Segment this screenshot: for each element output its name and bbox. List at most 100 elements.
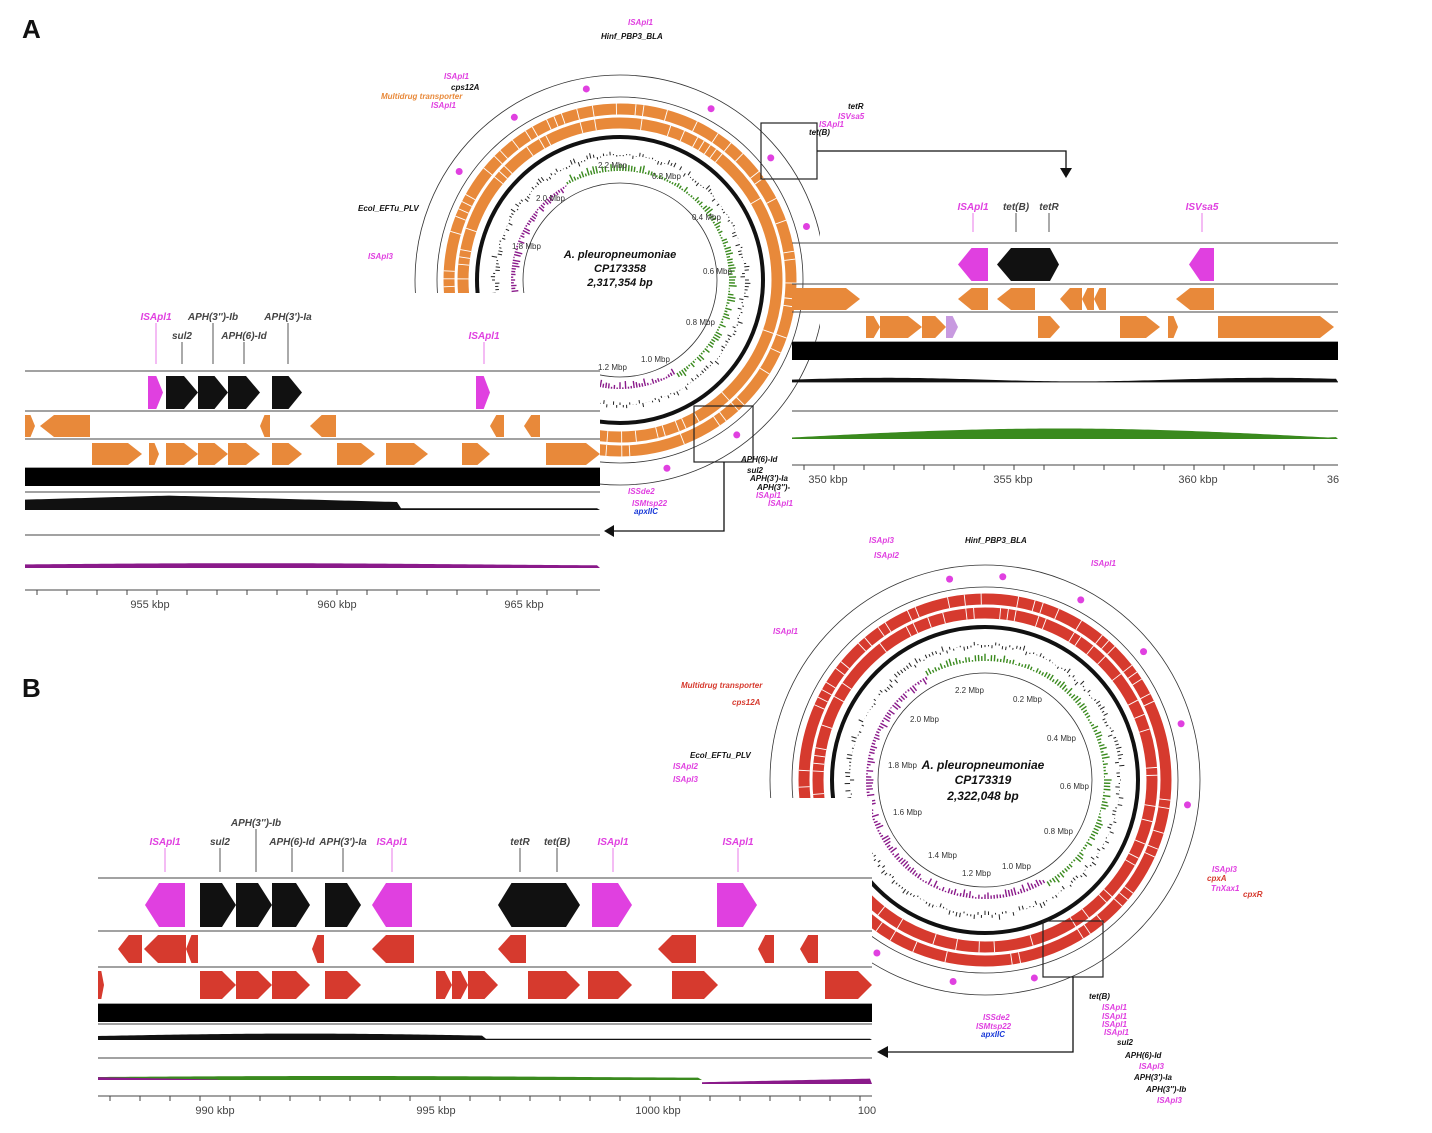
gc-content-bar <box>499 319 501 320</box>
cds-gap <box>465 227 477 233</box>
gc-content-bar <box>877 864 881 868</box>
gene-label: APH(6)-Id <box>268 837 315 848</box>
gc-skew-bar <box>527 334 532 337</box>
gc-content-bar <box>642 402 645 408</box>
gc-skew-bar <box>869 751 875 755</box>
ann-label: apxIIC <box>981 1030 1005 1039</box>
scale-label: 1.8 Mbp <box>512 242 541 251</box>
gc-content-bar <box>732 224 735 227</box>
gc-skew-bar <box>1059 681 1066 688</box>
gc-skew-bar <box>700 352 703 355</box>
gc-content-bar <box>516 351 517 352</box>
cds-gap <box>884 622 892 633</box>
gc-skew-bar <box>586 377 588 383</box>
gc-skew-bar <box>872 799 876 802</box>
cds-gap <box>460 306 471 308</box>
cds-gap <box>1127 699 1139 706</box>
gc-skew-bar <box>1097 741 1102 744</box>
gc-skew-bar <box>917 873 922 879</box>
gc-skew-bar <box>604 166 607 173</box>
cds-gap <box>640 118 643 130</box>
gc-content-bar <box>531 186 535 190</box>
gc-skew-bar <box>694 196 700 202</box>
gc-skew-bar <box>720 236 723 239</box>
cds-gap <box>823 836 833 840</box>
gc-skew-bar <box>515 310 518 311</box>
gc-content-bar <box>696 374 700 378</box>
gene-label: APH(3')-Ia <box>263 312 312 323</box>
gc-skew-bar <box>537 349 539 350</box>
gc-content-bar <box>594 398 595 402</box>
cds-gap <box>932 933 937 945</box>
scale-label: 1.2 Mbp <box>962 869 991 878</box>
cds-gap <box>955 939 958 951</box>
cds-arrow <box>1176 288 1214 310</box>
gc-skew-bar <box>521 232 525 236</box>
gc-content-bar <box>1074 681 1079 686</box>
gc-content-bar <box>1099 706 1105 710</box>
gc-content-bar <box>1109 727 1112 729</box>
cds-gap <box>837 863 846 869</box>
gc-skew-bar <box>881 835 889 841</box>
gc-skew-bar <box>1087 838 1090 841</box>
gc-content-bar <box>1101 710 1105 713</box>
cds-gap <box>721 391 730 401</box>
gc-content-bar <box>1103 712 1108 717</box>
gc-content-bar <box>946 650 948 654</box>
zoom-arrow-a-top <box>817 150 1067 170</box>
gc-skew-bar <box>886 712 892 716</box>
cds-gap <box>963 594 966 606</box>
gc-skew-bar <box>554 361 558 366</box>
gc-skew-bar <box>902 860 909 867</box>
gc-content-bar <box>658 398 661 403</box>
gc-content-bar <box>1005 646 1007 651</box>
gc-content-bar <box>1115 743 1119 746</box>
cds-gap <box>719 411 727 422</box>
ann-label: tet(B) <box>809 128 830 137</box>
gc-skew-bar <box>1018 662 1021 667</box>
cds-gap <box>703 144 711 155</box>
gc-content-bar <box>914 664 917 668</box>
gc-skew-bar <box>1024 663 1027 669</box>
gc-skew-bar <box>721 318 724 321</box>
gc-content-bar <box>702 186 705 189</box>
gc-skew-bar <box>1013 887 1017 896</box>
scale-label: 1.0 Mbp <box>641 355 670 364</box>
cds-gap <box>1074 636 1082 647</box>
gc-skew-bar <box>540 204 545 209</box>
gc-content-bar <box>847 801 851 802</box>
cds-arrow <box>792 288 860 310</box>
cds-gap <box>446 309 457 311</box>
cds-gap <box>463 320 474 323</box>
gc-skew-bar <box>569 174 574 182</box>
ann-label: ISApl1 <box>1102 1020 1127 1029</box>
gc-skew-bar <box>551 364 552 365</box>
scale-label: 0.6 Mbp <box>703 267 732 276</box>
is-element-mark <box>458 388 465 395</box>
cds-arrow <box>260 415 270 437</box>
gc-skew-bar <box>543 352 548 357</box>
cds-gap <box>550 417 555 427</box>
cds-arrow <box>144 935 186 963</box>
gc-content-bar <box>1021 905 1024 910</box>
gc-content-bar <box>1084 869 1086 871</box>
is-element-mark <box>873 949 881 957</box>
cds-gap <box>459 300 470 301</box>
gc-skew-bar <box>725 249 732 253</box>
cds-gap <box>508 390 516 398</box>
gc-content-bar <box>872 852 873 854</box>
gc-skew-bar <box>1059 872 1065 878</box>
gc-skew-wave <box>98 1076 872 1080</box>
gc-content-bar <box>917 895 919 898</box>
gc-content-bar <box>1109 823 1113 826</box>
axis-label: 995 kbp <box>416 1105 455 1117</box>
gc-content-bar <box>523 357 525 359</box>
gc-skew-bar <box>947 888 951 894</box>
gc-content-bar <box>948 646 951 650</box>
gc-content-bar <box>516 351 517 352</box>
cds-gap <box>634 104 637 116</box>
resistance-gene-arrow <box>272 376 302 409</box>
gc-content-bar <box>1084 865 1088 869</box>
cds-arrow <box>490 415 504 437</box>
cds-gap <box>1077 928 1084 939</box>
